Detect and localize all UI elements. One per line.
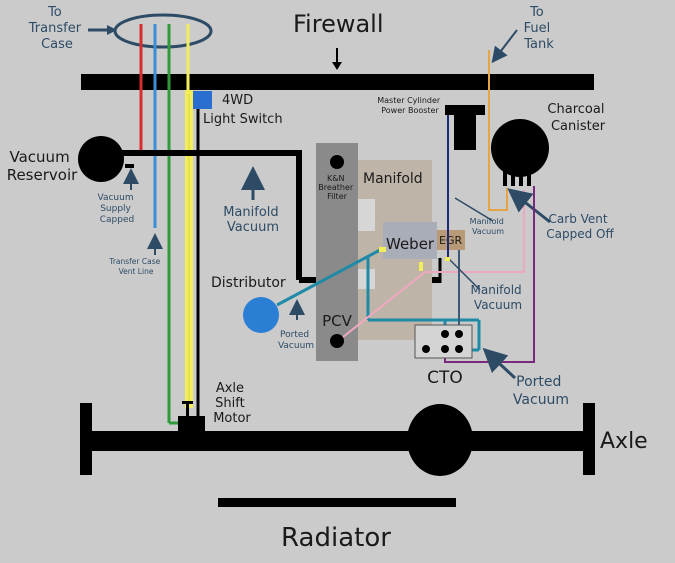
firewall-bar [81,74,594,90]
differential [407,404,473,476]
4wd-switch-label: 4WD Light Switch [203,93,283,127]
radiator-bar [218,498,456,507]
ported-vacuum-label-small: Ported Vacuum [278,330,314,351]
egr-label: EGR [439,234,462,247]
pcv-valve [330,334,344,348]
axle-label: Axle [600,429,648,454]
distributor [243,297,279,333]
firewall-label: Firewall [293,10,384,38]
ported-vacuum-label-right: Ported Vacuum [513,374,569,408]
manifold-vacuum-label-right: Manifold Vacuum [471,283,526,312]
to-fuel-tank-label: To Fuel Tank [523,5,554,52]
weber-carburetor [383,222,437,259]
manifold-label: Manifold [363,171,423,187]
carb-vent-capped-label: Carb Vent Capped Off [546,212,614,241]
fuel-tank-line [488,50,508,211]
charcoal-canister-label: Charcoal Canister [547,102,608,134]
master-cylinder-label: Master Cylinder Power Booster [377,96,443,115]
4wd-light-switch [193,91,212,109]
egr-valve [437,230,465,250]
to-transfer-case-label: To Transfer Case [28,5,85,52]
axle-right-end [583,403,595,475]
vacuum-reservoir-label: Vacuum Reservoir [7,148,78,184]
axle-bar [90,431,588,451]
ported-vacuum-line-distributor [276,248,381,307]
kn-breather-filter [316,143,358,361]
weber-label: Weber [386,235,435,253]
kn-filter-label: K&N Breather Filter [318,174,355,201]
pcv-label: PCV [322,312,353,330]
vacuum-reservoir [78,136,124,182]
transfer-case-ellipse [113,13,213,49]
arrow-icon [107,25,117,35]
axle-left-end [80,403,92,475]
manifold-vacuum-label-small: Manifold Vacuum [470,217,507,236]
master-cylinder-power-booster [445,105,485,115]
cto-valve [414,324,473,359]
axle-shift-motor-label: Axle Shift Motor [213,381,251,426]
vacuum-supply-capped-label: Vacuum Supply Capped [98,193,137,225]
charcoal-canister [491,119,549,177]
cto-label: CTO [427,368,463,388]
axle-shift-motor [178,416,205,434]
pcv-hose [342,271,426,338]
distributor-label: Distributor [211,275,286,291]
manifold-vacuum-label-left: Manifold Vacuum [223,205,283,235]
transfer-case-vent-label: Transfer Case Vent Line [108,257,162,276]
radiator-label: Radiator [281,523,391,553]
